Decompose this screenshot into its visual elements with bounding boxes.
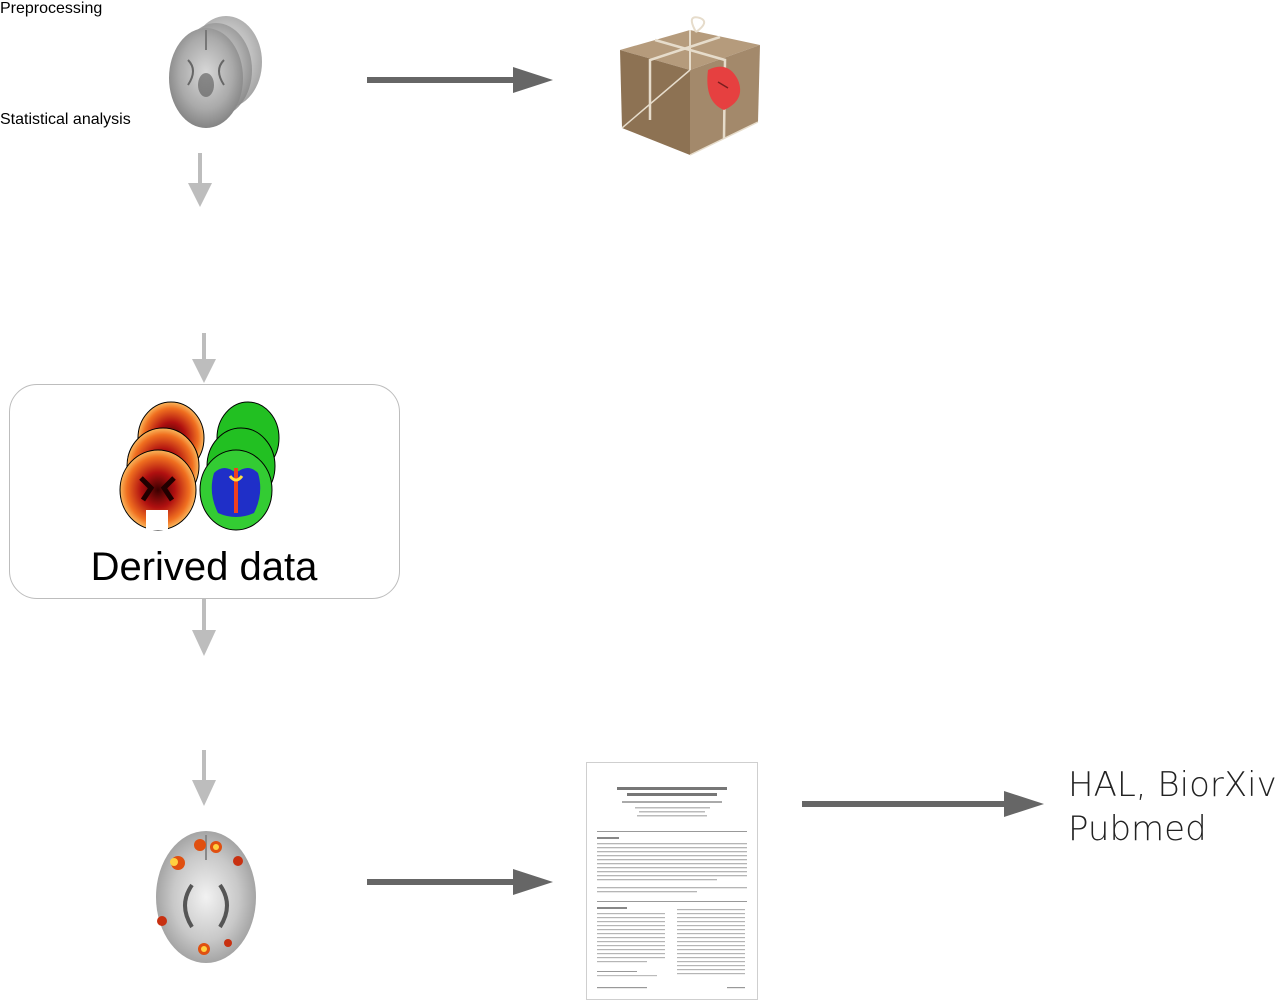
activation-map-brain-icon xyxy=(156,831,256,963)
brain-scan-stack-icon xyxy=(169,16,262,128)
statistical-analysis-step: Statistical analysis xyxy=(0,111,390,203)
arrow-down-4 xyxy=(192,750,216,806)
arrow-down-2 xyxy=(192,333,216,383)
paper-document-icon xyxy=(586,762,758,1000)
repositories-line-1: HAL, BiorXiv xyxy=(1068,765,1277,805)
green-blue-brain-stack-icon xyxy=(199,401,280,531)
arrow-to-repositories xyxy=(802,791,1044,817)
preprocessing-label: Preprocessing xyxy=(0,0,103,17)
repositories-label: HAL, BiorXiv Pubmed xyxy=(1068,763,1277,851)
hot-colormap-brain-stack-icon xyxy=(119,401,205,531)
statistical-analysis-label: Statistical analysis xyxy=(0,111,131,128)
preprocessing-step: Preprocessing xyxy=(0,0,390,111)
arrow-down-1 xyxy=(188,153,212,207)
repositories-line-2: Pubmed xyxy=(1068,809,1207,849)
arrow-to-paper xyxy=(367,869,553,895)
arrow-to-package xyxy=(367,67,553,93)
gift-package-icon xyxy=(620,16,760,156)
derived-data-label: Derived data xyxy=(90,545,318,589)
arrow-down-3 xyxy=(192,598,216,656)
